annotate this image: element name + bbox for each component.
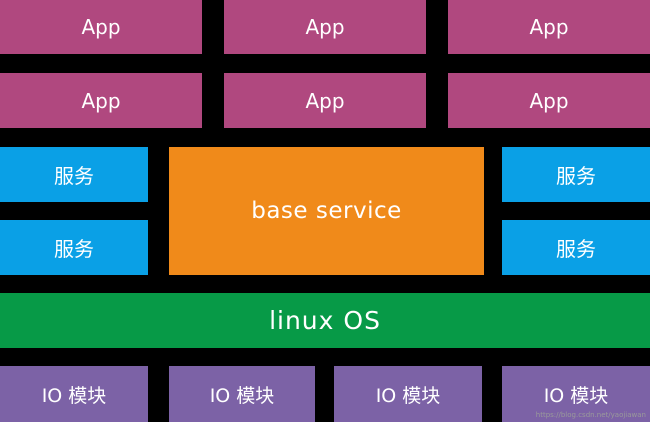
io-module-block-2: IO 模块 [169, 366, 315, 422]
app-block-r1-3: App [448, 0, 650, 54]
app-block-r1-2: App [224, 0, 426, 54]
service-block-right-1: 服务 [502, 147, 650, 202]
app-block-r1-1: App [0, 0, 202, 54]
service-block-left-2: 服务 [0, 220, 148, 275]
io-module-block-4: IO 模块 [502, 366, 650, 422]
base-service-block: base service [169, 147, 484, 275]
io-module-block-3: IO 模块 [334, 366, 482, 422]
service-block-left-1: 服务 [0, 147, 148, 202]
io-module-block-1: IO 模块 [0, 366, 148, 422]
service-block-right-2: 服务 [502, 220, 650, 275]
app-block-r2-3: App [448, 73, 650, 128]
app-block-r2-2: App [224, 73, 426, 128]
linux-os-block: linux OS [0, 293, 650, 348]
watermark-text: https://blog.csdn.net/yaojiawan [535, 411, 646, 419]
app-block-r2-1: App [0, 73, 202, 128]
